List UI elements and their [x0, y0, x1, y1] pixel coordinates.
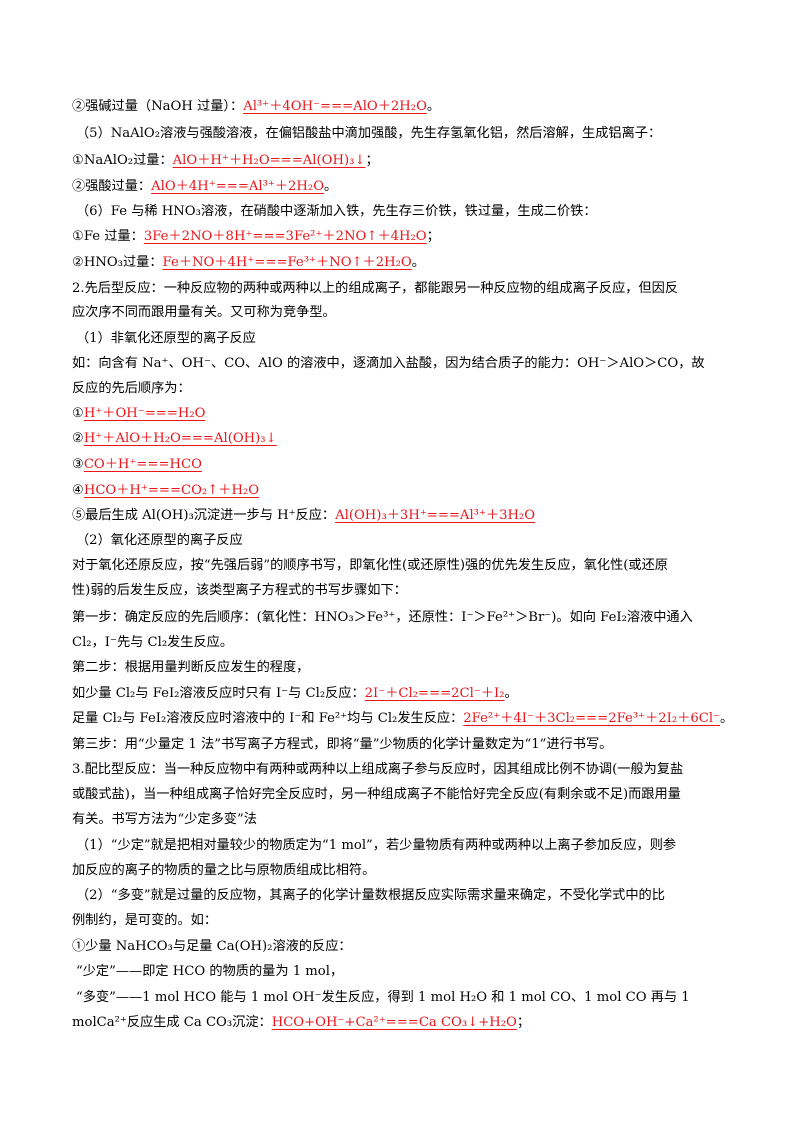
- answer: HCO+OH⁻+Ca²⁺===Ca CO₃↓+H₂O: [271, 1015, 517, 1030]
- text-line: 加反应的离子的物质的量之比与原物质组成比相符。: [72, 863, 376, 878]
- text-line: 例制约，是可变的。如：: [72, 913, 218, 928]
- text-line: 对于氧化还原反应，按“先强后弱”的顺序书写，即氧化性(或还原性)强的优先发生反应…: [72, 558, 668, 573]
- text-line: 应次序不同而跟用量有关。又可称为竞争型。: [72, 305, 336, 320]
- text-line: 有关。书写方法为“少定多变”法: [72, 812, 257, 827]
- answer: H⁺＋AlO＋H₂O===Al(OH)₃↓: [83, 431, 277, 446]
- text-line: 3.配比型反应：当一种反应物中有两种或两种以上组成离子参与反应时，因其组成比例不…: [72, 762, 684, 777]
- answer: 3Fe＋2NO＋8H⁺===3Fe²⁺＋2NO↑＋4H₂O: [143, 229, 427, 244]
- text-line: ⑤最后生成 Al(OH)₃沉淀进一步与 H⁺反应：Al(OH)₃＋3H⁺===A…: [72, 508, 536, 523]
- text-line: ①Fe 过量：3Fe＋2NO＋8H⁺===3Fe²⁺＋2NO↑＋4H₂O；: [72, 229, 440, 244]
- text-line: 第二步：根据用量判断反应发生的程度，: [72, 660, 310, 675]
- text-line: molCa²⁺反应生成 Ca CO₃沉淀：HCO+OH⁻+Ca²⁺===Ca C…: [72, 1015, 531, 1030]
- text-line: ②HNO₃过量：Fe＋NO＋4H⁺===Fe³⁺＋NO↑＋2H₂O。: [72, 255, 425, 270]
- text-line: 如少量 Cl₂与 FeI₂溶液反应时只有 I⁻与 Cl₂反应：2I⁻＋Cl₂==…: [72, 686, 518, 701]
- answer: CO＋H⁺===HCO: [83, 457, 202, 472]
- answer: HCO＋H⁺===CO₂↑＋H₂O: [83, 483, 260, 498]
- text-line: （6）Fe 与稀 HNO₃溶液，在硝酸中逐渐加入铁，先生存三价铁，铁过量，生成二…: [76, 204, 597, 219]
- text-line: （5）NaAlO₂溶液与强酸溶液，在偏铝酸盐中滴加强酸，先生存氢氧化铝，然后溶解…: [76, 126, 662, 141]
- text-line: ④HCO＋H⁺===CO₂↑＋H₂O: [72, 483, 260, 498]
- text-line: 第一步：确定反应的先后顺序：(氧化性：HNO₃＞Fe³⁺，还原性：I⁻＞Fe²⁺…: [72, 610, 693, 625]
- text-line: “少定”——即定 HCO 的物质的量为 1 mol，: [76, 964, 344, 979]
- text-line: “多变”——1 mol HCO 能与 1 mol OH⁻发生反应，得到 1 mo…: [76, 990, 690, 1005]
- text-line: （1）非氧化还原型的离子反应: [76, 331, 256, 346]
- text-line: ②强碱过量（NaOH 过量）：Al³⁺＋4OH⁻===AlO＋2H₂O。: [72, 99, 441, 114]
- answer: AlO＋H⁺＋H₂O===Al(OH)₃↓: [172, 153, 366, 168]
- text-line: 或酸式盐)，当一种组成离子恰好完全反应时，另一种组成离子不能恰好完全反应(有剩余…: [72, 787, 681, 802]
- text-line: Cl₂，I⁻先与 Cl₂发生反应。: [72, 635, 234, 650]
- answer: Fe＋NO＋4H⁺===Fe³⁺＋NO↑＋2H₂O: [162, 255, 412, 270]
- text-line: 反应的先后顺序为：: [72, 381, 191, 396]
- answer: AlO＋4H⁺===Al³⁺＋2H₂O: [151, 179, 325, 194]
- answer: 2Fe²⁺＋4I⁻＋3Cl₂===2Fe³⁺＋2I₂＋6Cl⁻: [463, 711, 721, 726]
- text-line: （2）氧化还原型的离子反应: [76, 533, 243, 548]
- text-line: 性)弱的后发生反应，该类型离子方程式的书写步骤如下：: [72, 583, 407, 598]
- text-line: 2.先后型反应：一种反应物的两种或两种以上的组成离子，都能跟另一种反应物的组成离…: [72, 281, 679, 296]
- text-line: ①H⁺＋OH⁻===H₂O: [72, 406, 206, 421]
- text-line: ①少量 NaHCO₃与足量 Ca(OH)₂溶液的反应：: [72, 939, 352, 954]
- text-line: ①NaAlO₂过量：AlO＋H⁺＋H₂O===Al(OH)₃↓；: [72, 153, 379, 168]
- text-line: 如：向含有 Na⁺、OH⁻、CO、AlO 的溶液中，逐滴加入盐酸，因为结合质子的…: [72, 356, 705, 371]
- answer: Al³⁺＋4OH⁻===AlO＋2H₂O: [243, 99, 427, 114]
- answer: 2I⁻＋Cl₂===2Cl⁻＋I₂: [364, 686, 505, 701]
- text-line: ②H⁺＋AlO＋H₂O===Al(OH)₃↓: [72, 431, 277, 446]
- text-line: ②强酸过量：AlO＋4H⁺===Al³⁺＋2H₂O。: [72, 179, 338, 194]
- text-line: 第三步：用“少量定 1 法”书写离子方程式，即将“量”少物质的化学计量数定为“1…: [72, 737, 613, 752]
- answer: Al(OH)₃＋3H⁺===Al³⁺＋3H₂O: [335, 508, 536, 523]
- text-line: ③CO＋H⁺===HCO: [72, 457, 202, 472]
- answer: H⁺＋OH⁻===H₂O: [83, 406, 206, 421]
- text-line: （1）“少定”就是把相对量较少的物质定为“1 mol”，若少量物质有两种或两种以…: [76, 838, 677, 853]
- text-line: 足量 Cl₂与 FeI₂溶液反应时溶液中的 I⁻和 Fe²⁺均与 Cl₂发生反应…: [72, 711, 734, 726]
- text-line: （2）“多变”就是过量的反应物，其离子的化学计量数根据反应实际需求量来确定，不受…: [76, 888, 665, 903]
